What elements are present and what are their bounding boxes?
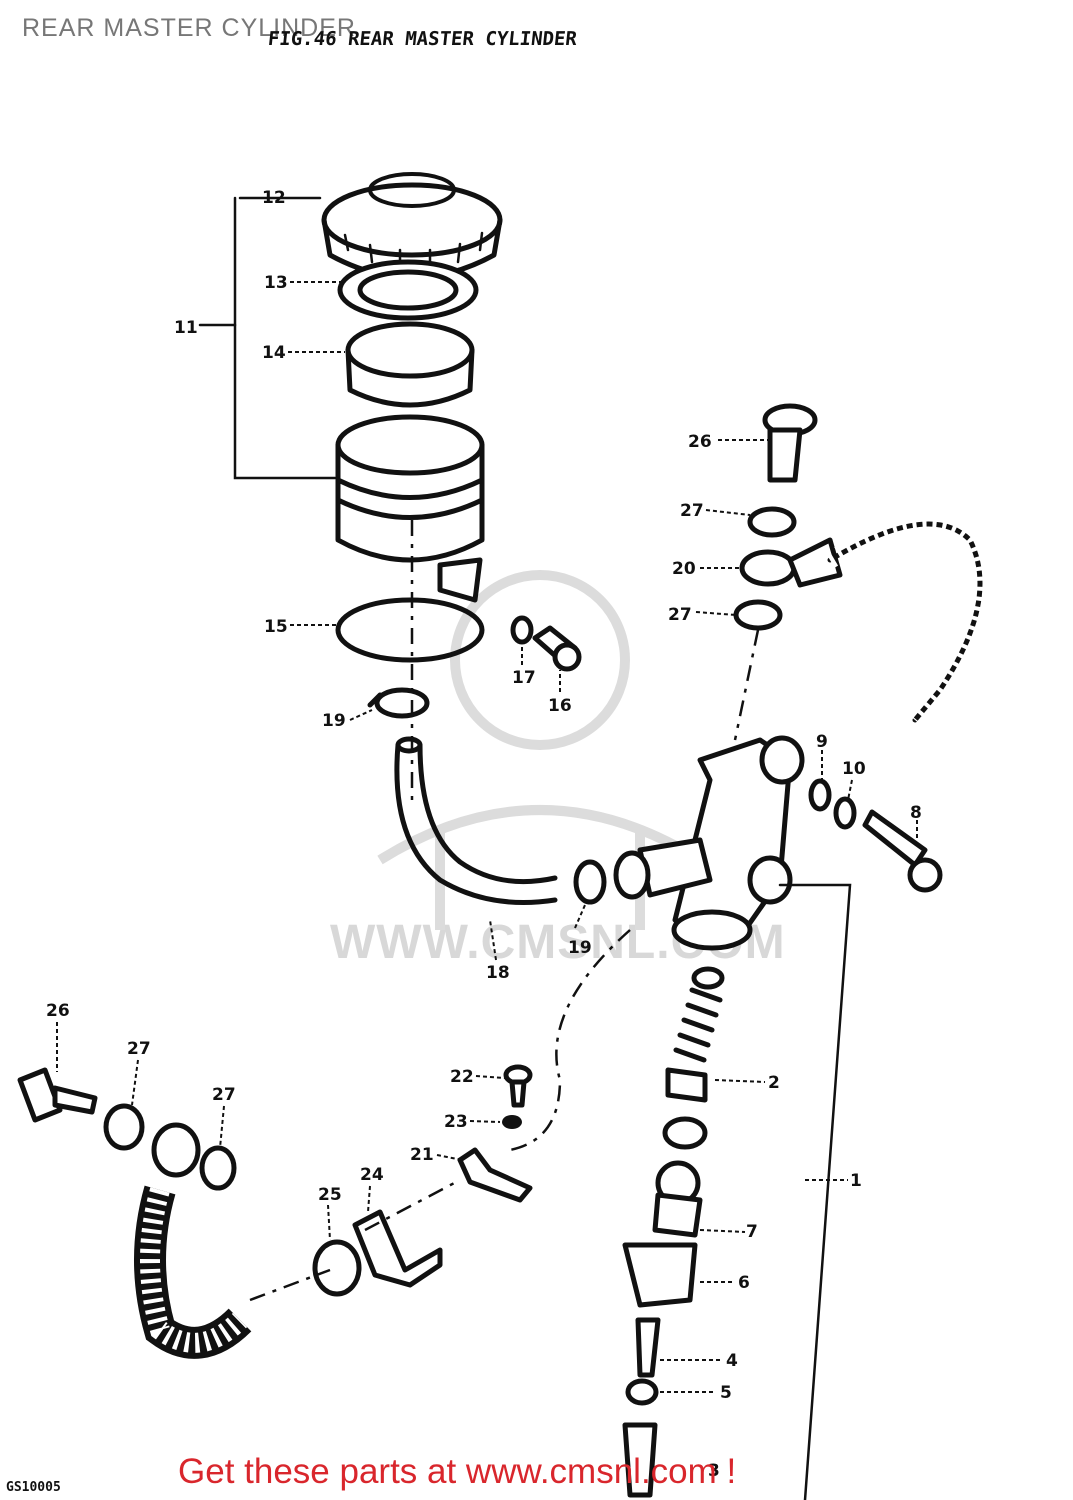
label-1: 1 <box>850 1171 862 1191</box>
label-27-upper-a: 27 <box>680 501 704 521</box>
hose-18 <box>394 736 558 905</box>
label-3: 3 <box>708 1461 720 1481</box>
label-11: 11 <box>174 318 198 338</box>
bolt-16 <box>532 625 582 672</box>
push-rod-4 <box>635 1317 661 1378</box>
boot-6 <box>622 1242 698 1308</box>
label-26-lower: 26 <box>46 1001 70 1021</box>
nut-5 <box>625 1378 659 1406</box>
spring-2 <box>662 966 725 1150</box>
clamp-24 <box>352 1209 443 1288</box>
brake-hose-upper <box>825 515 989 726</box>
clip-19-lower <box>573 859 607 905</box>
label-6: 6 <box>738 1273 750 1293</box>
hose-clamp-21 <box>457 1147 533 1203</box>
label-19-upper: 19 <box>322 711 346 731</box>
label-24: 24 <box>360 1165 384 1185</box>
bolt-8 <box>862 809 943 893</box>
label-27-lower-a: 27 <box>127 1039 151 1059</box>
washer-27-lower-b <box>199 1145 237 1191</box>
banjo-bolt-26-lower <box>17 1067 98 1123</box>
washer-23 <box>502 1115 522 1129</box>
part-number-labels: 12 13 11 14 15 17 16 19 18 19 26 27 20 2… <box>46 188 922 1481</box>
label-26-upper: 26 <box>688 432 712 452</box>
label-7: 7 <box>746 1222 758 1242</box>
label-9: 9 <box>816 732 828 752</box>
label-16: 16 <box>548 696 572 716</box>
piston-7 <box>652 1160 703 1238</box>
label-4: 4 <box>726 1351 738 1371</box>
banjo-bolt-26-upper <box>762 403 818 483</box>
label-27-upper-b: 27 <box>668 605 692 625</box>
cta-link[interactable]: Get these parts at www.cmsnl.com ! <box>178 1452 737 1491</box>
label-13: 13 <box>264 273 288 293</box>
figure-code: GS10005 <box>6 1480 61 1495</box>
label-14: 14 <box>262 343 286 363</box>
washer-10 <box>833 796 857 830</box>
label-22: 22 <box>450 1067 474 1087</box>
washer-9 <box>808 778 832 812</box>
label-5: 5 <box>720 1383 732 1403</box>
washer-27-lower-a <box>103 1103 145 1151</box>
label-12: 12 <box>262 188 286 208</box>
label-19-lower: 19 <box>568 938 592 958</box>
bolt-22 <box>503 1064 533 1108</box>
master-cylinder-body <box>613 735 805 951</box>
label-10: 10 <box>842 759 866 779</box>
label-18: 18 <box>486 963 510 983</box>
label-2: 2 <box>768 1073 780 1093</box>
union-20 <box>739 537 843 588</box>
washer-17 <box>510 615 534 645</box>
diaphragm-plate-13 <box>337 259 479 321</box>
label-8: 8 <box>910 803 922 823</box>
page-title: REAR MASTER CYLINDER <box>22 14 356 42</box>
banjo-union-lower <box>151 1122 201 1178</box>
label-17: 17 <box>512 668 536 688</box>
washer-27-upper-b <box>733 599 783 631</box>
label-23: 23 <box>444 1112 468 1132</box>
clevis-3 <box>622 1422 658 1498</box>
label-20: 20 <box>672 559 696 579</box>
brake-hose-lower <box>134 1185 252 1359</box>
clip-19-upper <box>367 687 430 719</box>
label-25: 25 <box>318 1185 342 1205</box>
reservoir-body-11 <box>335 414 485 563</box>
grommet-25 <box>312 1239 362 1297</box>
group-brackets <box>198 196 852 1500</box>
assembly-lines <box>249 520 760 1302</box>
washer-27-upper-a <box>747 506 797 538</box>
leader-lines <box>56 281 918 1393</box>
reservoir-band-15 <box>335 557 485 663</box>
label-27-lower-b: 27 <box>212 1085 236 1105</box>
diaphragm-14 <box>345 321 475 408</box>
label-21: 21 <box>410 1145 434 1165</box>
label-15: 15 <box>264 617 288 637</box>
